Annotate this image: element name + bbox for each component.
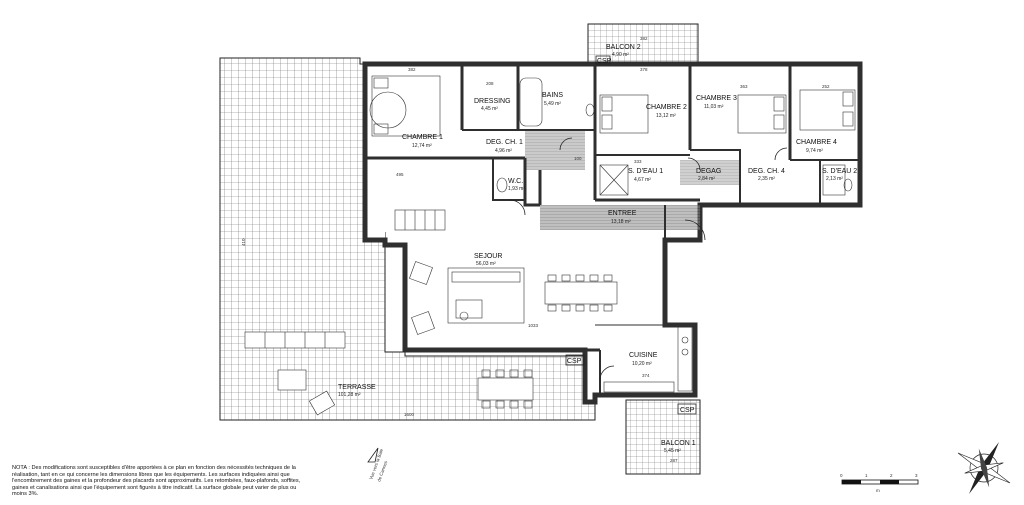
balcony-1-floor: [625, 399, 701, 475]
area-sdeau1: 4,67 m²: [634, 177, 651, 183]
scale-3: 3: [915, 473, 918, 478]
area-deg-ch1: 4,96 m²: [495, 148, 512, 154]
area-bains: 5,49 m²: [544, 101, 561, 107]
dim-495: 495: [396, 172, 404, 177]
scale-2: 2: [890, 473, 893, 478]
label-chambre2: CHAMBRE 2: [646, 104, 687, 111]
label-sdeau1: S. D'EAU 1: [628, 168, 663, 175]
kitchen-counter: [603, 324, 693, 393]
toilets: [496, 103, 853, 193]
area-chambre2: 13,12 m²: [656, 113, 676, 119]
label-dressing: DRESSING: [474, 98, 511, 105]
area-cuisine: 10,20 m²: [632, 361, 652, 367]
area-chambre1: 12,74 m²: [412, 143, 432, 149]
bed-chambre-1: [369, 75, 441, 137]
room-labels: CHAMBRE 1 12,74 m² DRESSING 4,45 m² BAIN…: [338, 44, 857, 454]
label-sejour: SEJOUR: [474, 253, 502, 260]
interior-floor: [365, 64, 860, 402]
dim-100: 100: [574, 156, 582, 161]
label-sdeau2: S. D'EAU 2: [822, 168, 857, 175]
bed-chambre-4: [799, 89, 856, 131]
label-deg-ch4: DEG. CH. 4: [748, 168, 785, 175]
dim-1600: 1600: [404, 412, 415, 417]
label-degag: DEGAG: [696, 168, 721, 175]
area-sdeau2: 2,13 m²: [826, 176, 843, 182]
label-terrasse: TERRASSE: [338, 384, 376, 391]
label-balcon1: BALCON 1: [661, 440, 696, 447]
interior-walls: [365, 64, 860, 395]
disclaimer-note: NOTA : Des modifications sont susceptibl…: [12, 465, 301, 498]
area-sejour: 56,03 m²: [476, 261, 496, 267]
dim-382b: 382: [640, 36, 648, 41]
dim-333: 333: [634, 159, 642, 164]
dimension-labels: 382 208 378 363 252 495 333 100 1033 374…: [241, 36, 830, 463]
label-chambre1: CHAMBRE 1: [402, 134, 443, 141]
dim-410: 410: [241, 238, 246, 246]
armchairs: [409, 261, 435, 335]
scale-unit: m: [876, 488, 880, 493]
area-chambre4: 9,74 m²: [806, 148, 823, 154]
doors: [509, 137, 788, 381]
dim-287: 287: [670, 458, 678, 463]
dim-1033: 1033: [528, 323, 539, 328]
label-cuisine: CUISINE: [629, 352, 658, 359]
area-balcon2: 4,90 m²: [612, 52, 629, 58]
dim-363: 363: [740, 84, 748, 89]
csp-label-balcon1: CSP: [680, 407, 695, 414]
area-balcon1: 5,45 m²: [664, 448, 681, 454]
dim-374: 374: [642, 373, 650, 378]
terrace-loungers: [244, 331, 346, 416]
label-chambre4: CHAMBRE 4: [796, 139, 837, 146]
view-direction: Vue vers la Baie de Cannes: [367, 448, 389, 482]
bookshelf: [394, 209, 446, 231]
csp-boxes: [565, 55, 697, 415]
sofa-set: [447, 267, 525, 324]
dim-378: 378: [640, 67, 648, 72]
balcony-2-floor: [587, 23, 699, 69]
dim-252: 252: [822, 84, 830, 89]
compass-rose-icon: [957, 442, 1011, 494]
scale-1: 1: [865, 473, 868, 478]
label-wc: W.C.: [508, 178, 523, 185]
area-degag: 2,84 m²: [698, 176, 715, 182]
area-deg-ch4: 2,35 m²: [758, 176, 775, 182]
bed-chambre-2: [599, 94, 649, 134]
scale-bar: 0 1 2 3 m: [840, 473, 919, 493]
area-chambre3: 11,03 m²: [704, 104, 724, 110]
label-balcon2: BALCON 2: [606, 44, 641, 51]
dim-382: 382: [408, 67, 416, 72]
label-entree: ENTREE: [608, 210, 637, 217]
csp-label-balcon2: CSP: [597, 58, 612, 65]
dining-table: [544, 274, 618, 312]
area-wc: 1,93 m²: [508, 186, 525, 192]
area-terrasse: 101,28 m²: [338, 392, 361, 398]
dim-208: 208: [486, 81, 494, 86]
area-dressing: 4,45 m²: [481, 106, 498, 112]
corridor-hatching: [525, 130, 740, 230]
area-entree: 13,18 m²: [611, 219, 631, 225]
label-deg-ch1: DEG. CH. 1: [486, 139, 523, 146]
label-chambre3: CHAMBRE 3: [696, 95, 737, 102]
terrace-table: [477, 369, 534, 409]
bathtub: [519, 77, 543, 127]
bed-chambre-3: [737, 94, 787, 134]
csp-label-cuisine: CSP: [567, 358, 582, 365]
label-bains: BAINS: [542, 92, 563, 99]
scale-0: 0: [840, 473, 843, 478]
showers: [599, 164, 846, 196]
